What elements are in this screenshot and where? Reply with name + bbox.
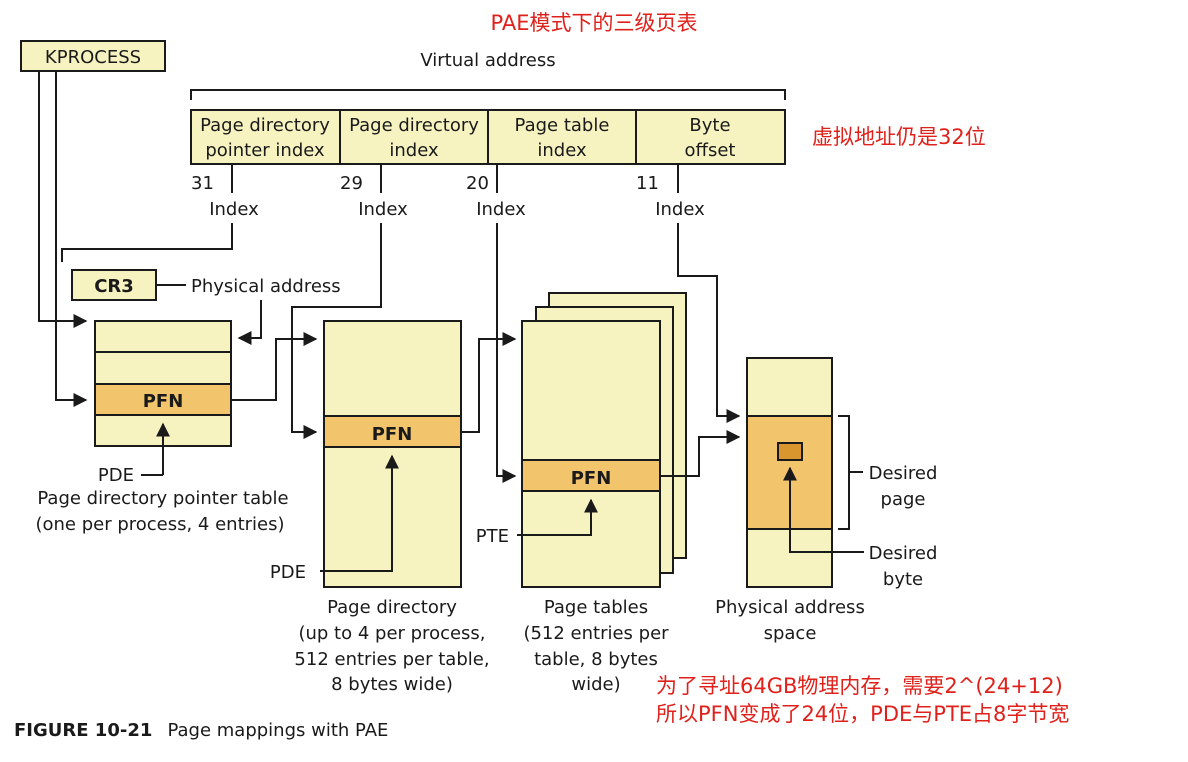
field-pt-index-line1: Page table: [515, 115, 610, 136]
pt-pte-pointer: [517, 498, 598, 536]
kprocess-to-pfn-arrow: [55, 71, 88, 407]
bit-20: 20: [466, 173, 489, 194]
pt-caption-line3: table, 8 bytes: [534, 649, 658, 670]
virtual-address-label: Virtual address: [420, 50, 555, 71]
field-byte-offset-line2: offset: [685, 140, 736, 161]
cr3-register: CR3: [71, 269, 157, 301]
pt-pte-label: PTE: [476, 526, 509, 547]
index-label-pt: Index: [476, 199, 526, 220]
pdpt-to-pd-arrow: [231, 332, 318, 401]
pd-pfn: PFN: [372, 424, 413, 445]
index-label-offset: Index: [655, 199, 705, 220]
pt-caption-line2: (512 entries per: [523, 623, 669, 644]
field-byte-offset-line1: Byte: [689, 115, 730, 136]
index-pd-arrow: [291, 223, 382, 439]
pdpt-pfn: PFN: [143, 391, 184, 412]
cr3-label: CR3: [94, 276, 134, 297]
pdpt-caption-line1: Page directory pointer table: [37, 488, 288, 509]
pd-pde-pointer: [320, 454, 399, 572]
field-pd-index-line2: index: [389, 140, 439, 161]
annotation-bottom-line1: 为了寻址64GB物理内存，需要2^(24+12): [656, 674, 1063, 698]
virtual-address-bracket: [190, 89, 786, 100]
index-offset-arrow: [677, 223, 741, 423]
pd-pde-label: PDE: [270, 562, 306, 583]
pt-caption-line4: wide): [571, 674, 620, 695]
field-pdpt-index-line2: pointer index: [205, 140, 325, 161]
bit-29: 29: [340, 173, 363, 194]
field-pd-index-line1: Page directory: [349, 115, 479, 136]
kprocess-to-pdpt-arrow: [38, 71, 88, 328]
pd-to-pt-arrow: [461, 332, 517, 433]
desired-page-line2: page: [881, 489, 926, 510]
pd-caption-line1: Page directory: [327, 597, 457, 618]
physical-address-arrow: [237, 300, 262, 345]
index-pdpt-line: [61, 223, 233, 262]
kprocess-label: KPROCESS: [45, 47, 141, 68]
field-pt-index-line2: index: [537, 140, 587, 161]
annotation-virtual-note: 虚拟地址仍是32位: [812, 125, 986, 149]
annotation-title: PAE模式下的三级页表: [491, 11, 698, 35]
bit-11: 11: [636, 173, 659, 194]
figure-number: FIGURE 10-21: [14, 720, 152, 741]
pdpt-pde-label: PDE: [98, 465, 134, 486]
physical-address-label: Physical address: [191, 276, 341, 297]
pdpt-caption-line2: (one per process, 4 entries): [35, 514, 284, 535]
pt-pfn: PFN: [571, 468, 612, 489]
page-tables-stack: PFN: [521, 292, 687, 588]
annotation-bottom-line2: 所以PFN变成了24位，PDE与PTE占8字节宽: [656, 702, 1069, 726]
figure-caption: FIGURE 10-21 Page mappings with PAE: [14, 720, 388, 741]
desired-byte-marker: [777, 442, 803, 461]
physical-caption-line1: Physical address: [715, 597, 865, 618]
pd-caption-line3: 512 entries per table,: [294, 649, 489, 670]
desired-byte-pointer: [783, 466, 864, 553]
virtual-address-fields: Page directory pointer index Page direct…: [190, 109, 786, 165]
kprocess-box: KPROCESS: [20, 40, 166, 72]
desired-page-line1: Desired: [869, 463, 938, 484]
index-pt-arrow: [496, 223, 517, 483]
desired-byte-line1: Desired: [869, 543, 938, 564]
desired-page-bracket: [838, 415, 850, 530]
field-pdpt-index-line1: Page directory: [200, 115, 330, 136]
pt-to-physical-arrow: [660, 430, 741, 477]
bit-31: 31: [191, 173, 214, 194]
index-label-pdpt: Index: [209, 199, 259, 220]
physical-caption-line2: space: [764, 623, 817, 644]
desired-byte-line2: byte: [883, 569, 923, 590]
pt-caption-line1: Page tables: [544, 597, 648, 618]
figure-title: Page mappings with PAE: [167, 720, 388, 741]
pd-caption-line4: 8 bytes wide): [331, 674, 453, 695]
pd-caption-line2: (up to 4 per process,: [298, 623, 485, 644]
index-label-pd: Index: [358, 199, 408, 220]
